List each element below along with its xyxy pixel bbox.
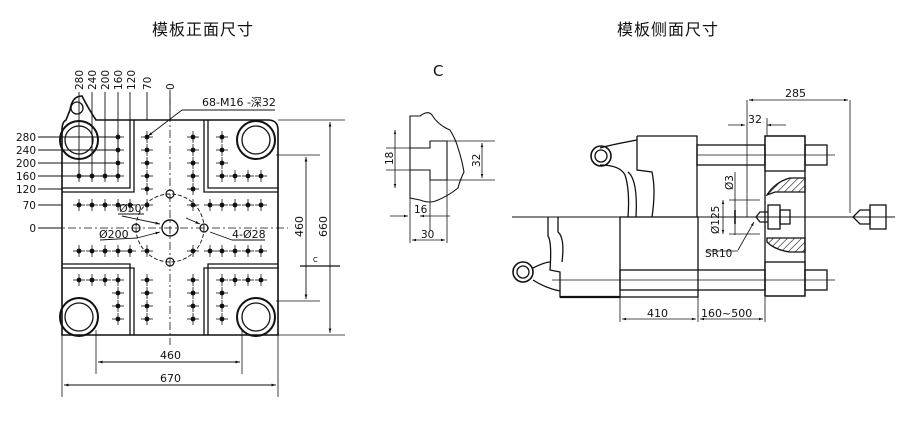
detail-dim-32: 32 <box>471 154 483 167</box>
top-label: 70 <box>142 77 154 90</box>
left-label: 280 <box>16 132 36 144</box>
platen-outline <box>61 95 279 336</box>
tie-bar-holes <box>59 120 276 337</box>
front-view <box>38 90 345 397</box>
dim-inner-height: 460 <box>293 216 306 237</box>
front-view-title: 模板正面尺寸 <box>152 20 255 39</box>
side-dim-32: 32 <box>748 113 762 126</box>
top-label: 200 <box>100 70 112 90</box>
dim-inner-width: 460 <box>160 349 181 362</box>
t-slots <box>62 120 278 335</box>
detail-dim-30: 30 <box>421 229 434 241</box>
left-label: 120 <box>16 184 36 196</box>
thread-note: 68-M16 -深32 <box>202 96 276 109</box>
left-label: 160 <box>16 171 36 183</box>
holes-note: 4-Ø28 <box>232 228 266 241</box>
detail-dim-16: 16 <box>414 204 428 216</box>
side-dim-410: 410 <box>647 307 668 320</box>
dia-center-label: Ø50 <box>119 202 142 215</box>
side-dim-d3: Ø3 <box>724 175 736 190</box>
dim-outer-width: 670 <box>160 372 181 385</box>
hatch-lower <box>766 237 806 253</box>
left-label: 200 <box>16 158 36 170</box>
break-outline <box>409 112 465 203</box>
left-label: 70 <box>23 200 36 212</box>
top-label: 120 <box>126 70 138 90</box>
center-bore <box>161 219 179 237</box>
top-label: 0 <box>165 83 177 90</box>
side-dim-sr10: SR10 <box>705 248 732 260</box>
hatch-upper <box>765 177 806 197</box>
section-mark: C <box>313 256 318 264</box>
left-label: 0 <box>29 223 36 235</box>
top-axis-labels: 280 240 200 160 120 70 0 <box>74 70 177 90</box>
lower-pivot <box>512 261 534 283</box>
side-view-title: 模板侧面尺寸 <box>617 20 720 39</box>
detail-c-view <box>386 112 495 243</box>
side-dim-285: 285 <box>785 87 806 100</box>
threaded-hole-grid <box>73 131 267 325</box>
detail-c-label: C <box>433 62 444 80</box>
side-dim-stroke: 160~500 <box>701 307 752 320</box>
detail-dim-18: 18 <box>384 152 396 165</box>
left-label: 240 <box>16 145 36 157</box>
top-label: 280 <box>74 70 86 90</box>
top-label: 160 <box>113 70 125 90</box>
t-slot-profile <box>410 140 448 181</box>
top-label: 240 <box>87 70 99 90</box>
dim-outer-height: 660 <box>317 216 330 237</box>
upper-pivot <box>590 145 612 167</box>
side-view <box>512 98 895 322</box>
left-axis-labels: 280 240 200 160 120 70 0 <box>16 132 36 235</box>
locating-circle <box>135 193 205 263</box>
side-dim-d125: Ø125 <box>710 206 722 234</box>
dia-circle-label: Ø200 <box>99 228 129 241</box>
lifting-eye <box>70 101 84 115</box>
